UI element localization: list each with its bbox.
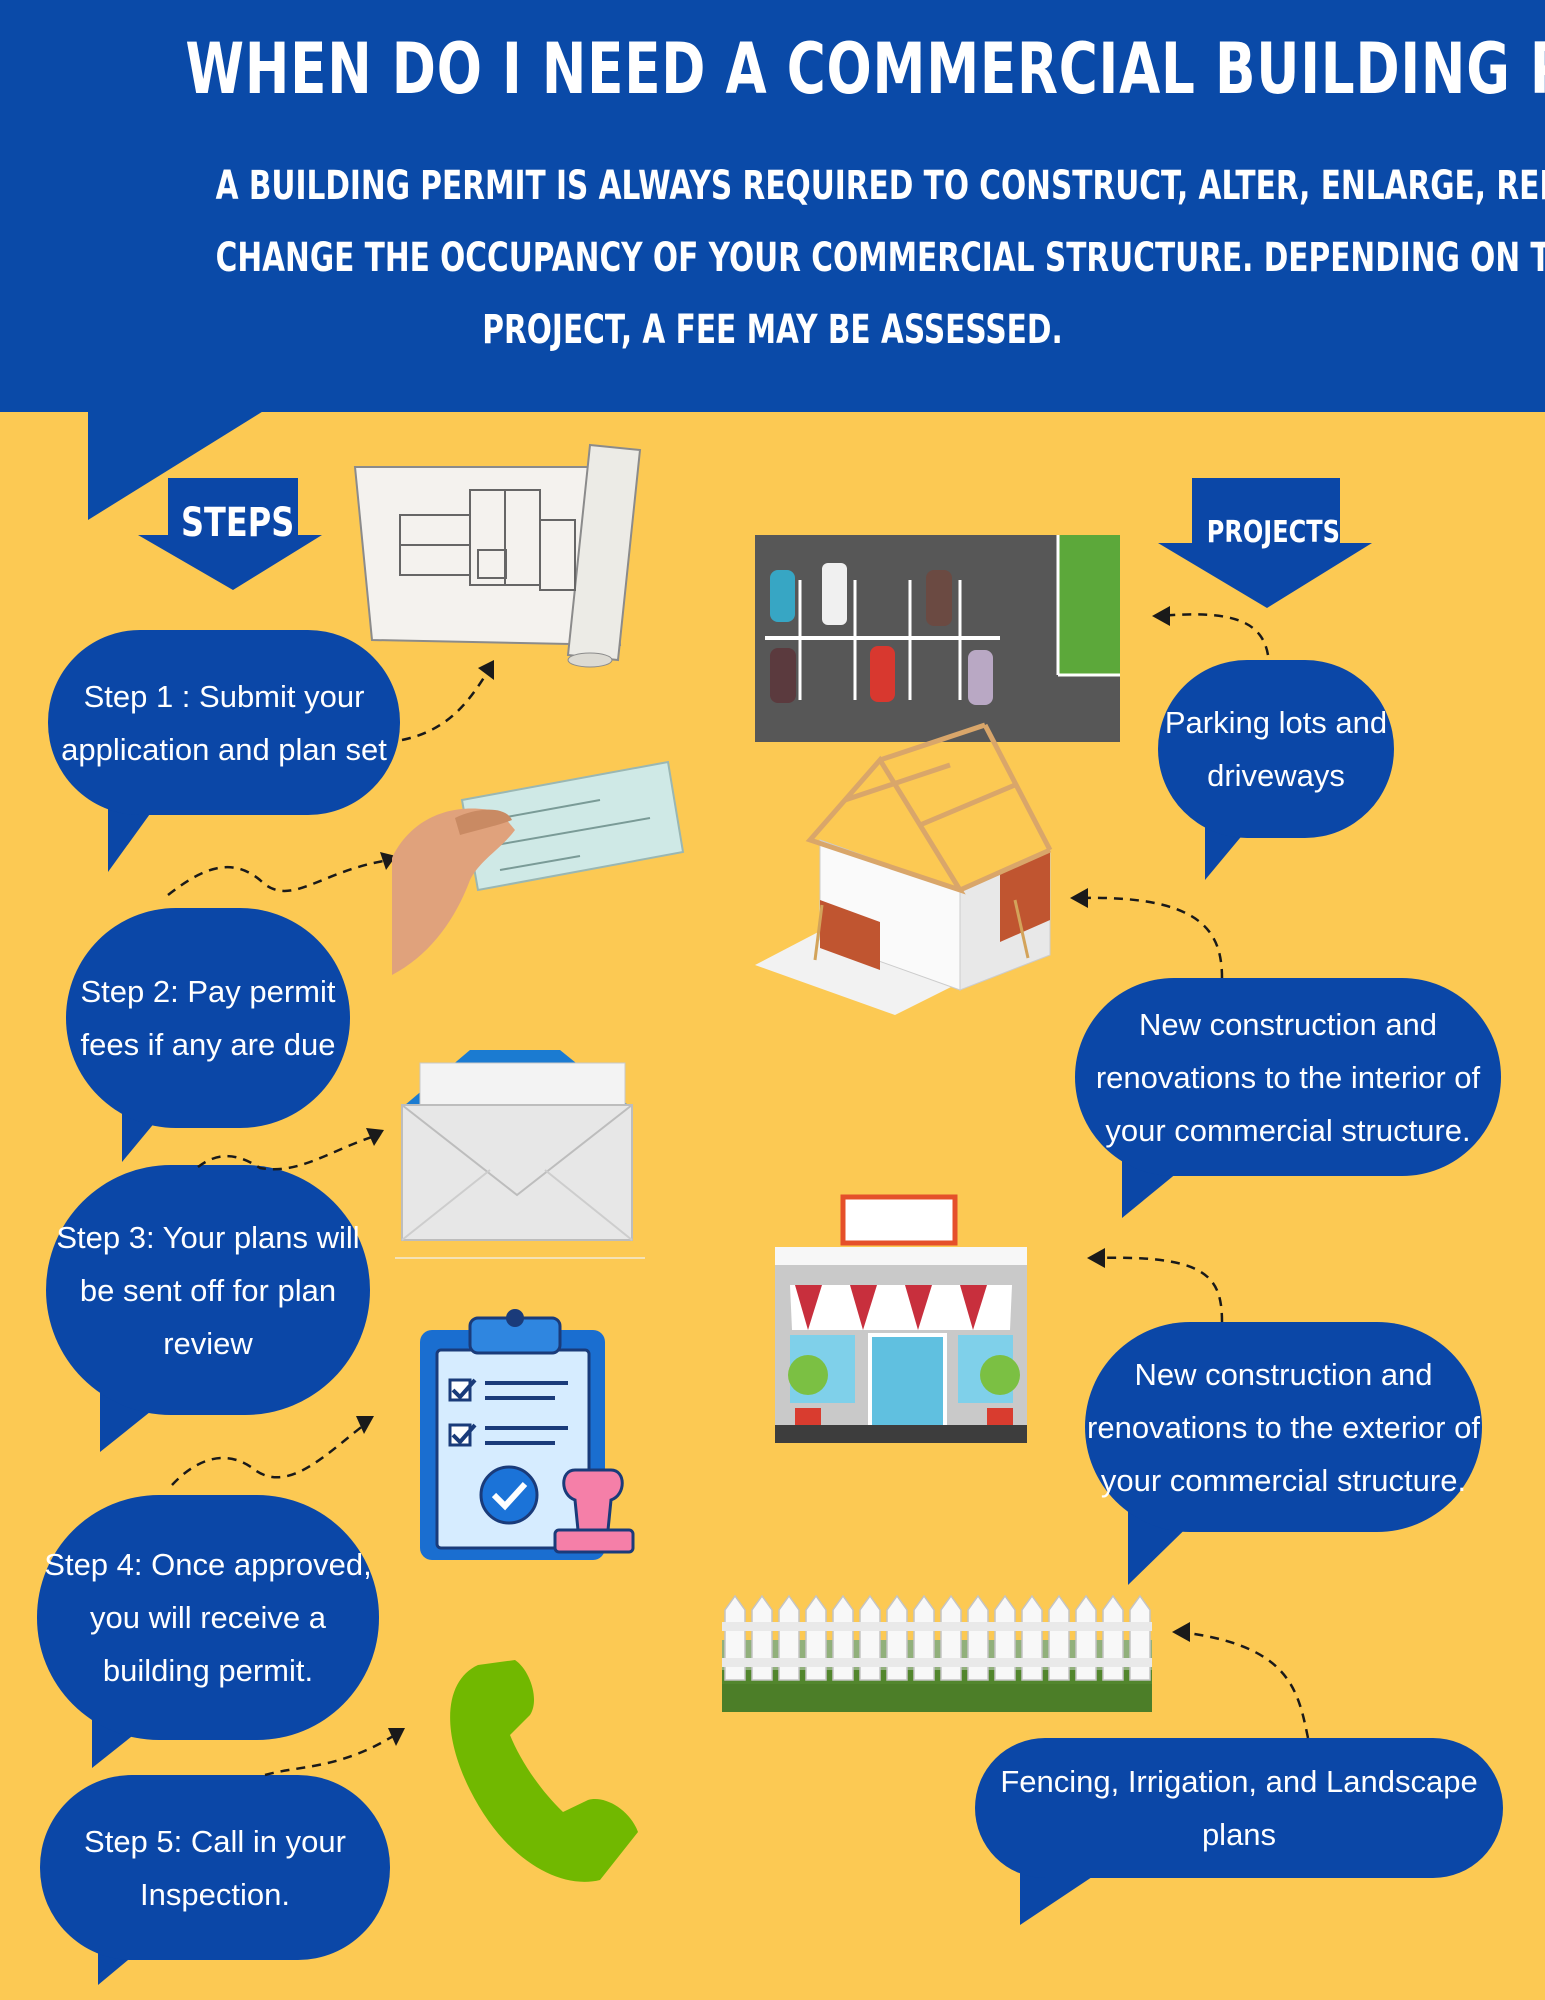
dashed-connectors: [167, 613, 1310, 1777]
phone-icon: [450, 1660, 638, 1882]
step-bubble-3: [46, 1165, 370, 1452]
text-line: Parking lots and: [1164, 705, 1388, 740]
subtitle-line: A BUILDING PERMIT IS ALWAYS REQUIRED TO …: [215, 163, 1545, 209]
subtitle-line: CHANGE THE OCCUPANCY OF YOUR COMMERCIAL …: [215, 235, 1545, 281]
parking-lot-icon: [755, 535, 1120, 742]
check-in-hand-icon: [392, 760, 685, 975]
text-line: plans: [1201, 1817, 1277, 1852]
fence-icon: [722, 1594, 1152, 1712]
project-4-text: Fencing, Irrigation, and Landscape plans: [975, 1738, 1503, 1878]
text-line: Step 5: Call in your: [84, 1823, 346, 1859]
project-3-text: New construction and renovations to the e…: [1085, 1322, 1482, 1532]
storefront-icon: [775, 1194, 1027, 1443]
text-line: Inspection.: [140, 1876, 290, 1912]
page-subtitle: A BUILDING PERMIT IS ALWAYS REQUIRED TO …: [215, 150, 1545, 366]
header-banner: WHEN DO I NEED A COMMERCIAL BUILDING PER…: [0, 0, 1545, 412]
text-line: New construction and: [1134, 1356, 1433, 1392]
text-line: driveways: [1207, 758, 1345, 793]
step-2-text: Step 2: Pay permit fees if any are due: [66, 908, 350, 1128]
project-bubble-1: [1158, 660, 1394, 880]
step-bubble-2: [66, 908, 350, 1162]
text-line: Step 2: Pay permit: [80, 974, 336, 1009]
blueprint-icon: [353, 443, 642, 668]
text-line: be sent off for plan: [79, 1272, 337, 1308]
steps-arrow: [138, 478, 322, 590]
step-bubble-5: [40, 1775, 390, 1985]
approved-clipboard-icon: [420, 1309, 635, 1560]
step-bubble-1: [48, 630, 400, 872]
projects-label: PROJECTS: [1206, 515, 1340, 550]
project-1-text: Parking lots and driveways: [1158, 660, 1394, 838]
page-title: WHEN DO I NEED A COMMERCIAL BUILDING PER…: [185, 28, 1545, 110]
envelope-icon: [401, 1050, 633, 1241]
text-line: Fencing, Irrigation, and Landscape: [1000, 1764, 1478, 1799]
step-4-text: Step 4: Once approved, you will receive a…: [37, 1495, 379, 1740]
text-line: building permit.: [102, 1653, 314, 1688]
header-pointer: [88, 410, 265, 520]
house-construction-icon: [755, 722, 1053, 1015]
text-line: application and plan set: [61, 731, 387, 767]
text-line: Step 1 : Submit your: [83, 678, 365, 714]
text-line: Step 4: Once approved,: [44, 1547, 372, 1582]
connector-arrowheads: [356, 606, 1190, 1746]
steps-label: STEPS: [181, 500, 295, 546]
text-line: your commercial structure.: [1100, 1462, 1467, 1498]
text-line: you will receive a: [89, 1600, 327, 1635]
project-bubble-4: [975, 1738, 1503, 1925]
subtitle-line: PROJECT, A FEE MAY BE ASSESSED.: [482, 307, 1063, 353]
text-line: renovations to the exterior of: [1087, 1409, 1480, 1445]
text-line: renovations to the interior of: [1095, 1059, 1481, 1095]
text-line: Step 3: Your plans will: [56, 1219, 360, 1255]
project-bubble-3: [1085, 1322, 1482, 1585]
text-line: your commercial structure.: [1105, 1112, 1471, 1148]
step-bubble-4: [37, 1495, 379, 1768]
project-2-text: New construction and renovations to the i…: [1075, 978, 1501, 1176]
text-line: New construction and: [1138, 1006, 1438, 1042]
step-3-text: Step 3: Your plans will be sent off for p…: [46, 1165, 370, 1415]
text-line: fees if any are due: [80, 1027, 336, 1062]
step-1-text: Step 1 : Submit your application and plan…: [48, 630, 400, 815]
project-bubble-2: [1075, 978, 1501, 1218]
text-line: review: [163, 1325, 253, 1361]
projects-arrow: [1158, 478, 1372, 608]
